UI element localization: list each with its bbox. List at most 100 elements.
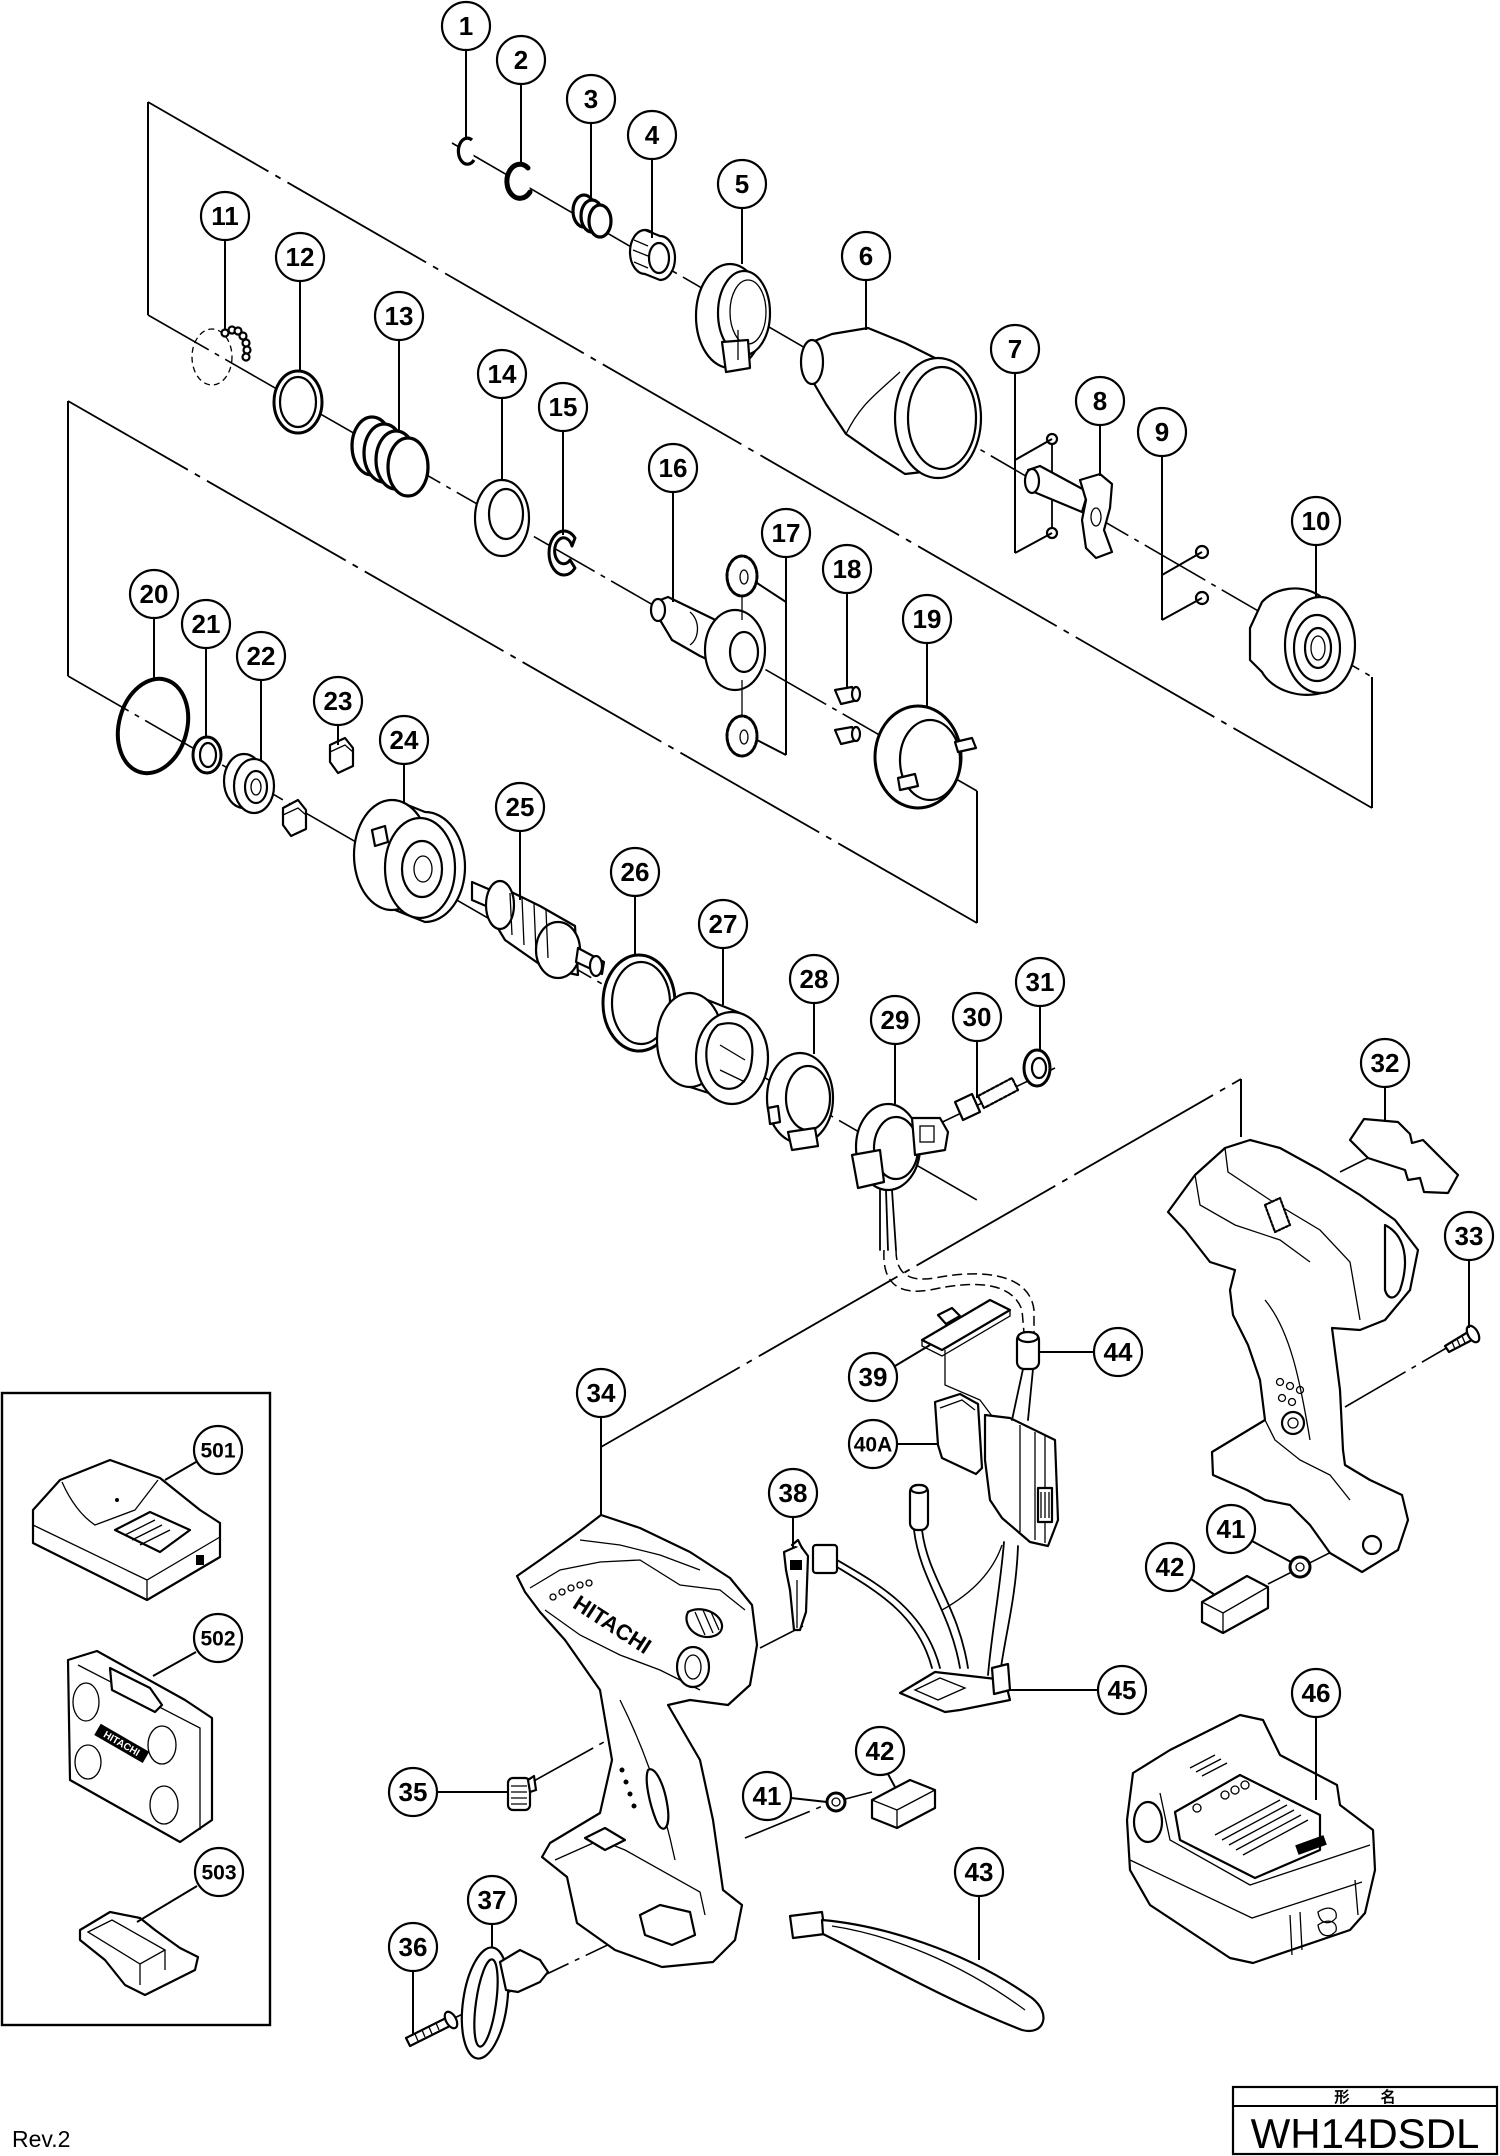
callout-42-upper[interactable]: 42 <box>1144 1541 1216 1596</box>
callout-label: 40A <box>854 1434 893 1457</box>
callout-43[interactable]: 43 <box>953 1846 1005 1960</box>
callout-circle <box>989 323 1041 375</box>
callout-15[interactable]: 15 <box>537 381 589 535</box>
callout-41-upper[interactable]: 41 <box>1205 1503 1292 1563</box>
part-14-washer <box>473 478 531 558</box>
callout-circle <box>760 507 812 559</box>
callout-circle <box>626 109 678 161</box>
callout-circle <box>476 348 528 400</box>
callout-18[interactable]: 18 <box>821 543 873 688</box>
callout-circle <box>1092 1326 1144 1378</box>
callout-label: 16 <box>659 453 688 483</box>
part-13-spring <box>350 415 430 498</box>
callout-38[interactable]: 38 <box>767 1467 819 1548</box>
callout-41-lower[interactable]: 41 <box>741 1770 828 1822</box>
callout-7[interactable]: 7 <box>989 323 1053 554</box>
callout-9[interactable]: 9 <box>1136 406 1203 621</box>
callout-circle <box>128 568 180 620</box>
callout-circle <box>565 73 617 125</box>
callout-label: 25 <box>506 792 535 822</box>
callout-40a[interactable]: 40A <box>847 1418 938 1470</box>
callout-32[interactable]: 32 <box>1359 1037 1411 1122</box>
callout-33[interactable]: 33 <box>1443 1210 1495 1328</box>
callout-circle <box>647 442 699 494</box>
callout-label: 38 <box>779 1478 808 1508</box>
callout-label: 4 <box>645 120 660 150</box>
callout-circle <box>537 381 589 433</box>
callout-14[interactable]: 14 <box>476 348 528 480</box>
callout-19[interactable]: 19 <box>901 593 953 706</box>
callout-502[interactable]: 502 <box>152 1612 244 1677</box>
callout-label: 22 <box>247 641 276 671</box>
leader-line <box>1251 1540 1292 1563</box>
part-18-needles <box>833 685 862 746</box>
callout-30[interactable]: 30 <box>951 991 1003 1098</box>
callout-circle <box>1205 1503 1257 1555</box>
callout-17[interactable]: 17 <box>756 507 812 756</box>
callout-21[interactable]: 21 <box>180 598 232 737</box>
callout-28[interactable]: 28 <box>788 953 840 1054</box>
callout-13[interactable]: 13 <box>373 290 425 431</box>
callout-label: 42 <box>866 1736 895 1766</box>
callout-label: 502 <box>200 1628 235 1651</box>
callout-29[interactable]: 29 <box>869 994 921 1104</box>
callout-circle <box>575 1367 627 1419</box>
callout-23[interactable]: 23 <box>312 675 364 745</box>
callout-1[interactable]: 1 <box>440 0 492 140</box>
callout-45[interactable]: 45 <box>1010 1664 1148 1716</box>
callout-circle <box>274 231 326 283</box>
callout-27[interactable]: 27 <box>697 898 749 1005</box>
callout-501[interactable]: 501 <box>164 1424 244 1481</box>
leader-line <box>1161 597 1203 621</box>
callout-circle <box>869 994 921 1046</box>
callout-16[interactable]: 16 <box>647 442 699 602</box>
callout-11[interactable]: 11 <box>199 190 251 330</box>
callout-10[interactable]: 10 <box>1290 495 1342 597</box>
callout-42-lower[interactable]: 42 <box>854 1725 906 1788</box>
callout-circle <box>1096 1664 1148 1716</box>
callout-20[interactable]: 20 <box>128 568 180 680</box>
callout-503[interactable]: 503 <box>136 1846 245 1923</box>
callout-circle <box>1144 1541 1196 1593</box>
callout-31[interactable]: 31 <box>1014 956 1066 1050</box>
callout-label: 8 <box>1093 386 1107 416</box>
part-45-internal-wire-assembly <box>811 1483 1019 1714</box>
callout-26[interactable]: 26 <box>609 846 661 955</box>
part-5-cap <box>694 262 772 374</box>
callout-44[interactable]: 44 <box>1039 1326 1144 1378</box>
callout-label: 41 <box>753 1781 782 1811</box>
callout-circle <box>192 1612 244 1664</box>
callout-4[interactable]: 4 <box>626 109 678 238</box>
callout-25[interactable]: 25 <box>494 781 546 900</box>
callout-39[interactable]: 39 <box>847 1344 931 1403</box>
callout-circle <box>199 190 251 242</box>
leader-line <box>1161 551 1203 576</box>
callout-circle <box>466 1874 518 1926</box>
callout-circle <box>1443 1210 1495 1262</box>
callout-22[interactable]: 22 <box>235 630 287 760</box>
callout-34[interactable]: 34 <box>575 1367 627 1515</box>
callout-35[interactable]: 35 <box>387 1766 508 1818</box>
callout-circle <box>716 158 768 210</box>
callout-2[interactable]: 2 <box>495 34 547 166</box>
callout-label: 46 <box>1302 1678 1331 1708</box>
callout-12[interactable]: 12 <box>274 231 326 371</box>
callout-46[interactable]: 46 <box>1290 1667 1342 1800</box>
leader-line <box>152 1651 197 1677</box>
callout-label: 36 <box>399 1932 428 1962</box>
callout-36[interactable]: 36 <box>387 1921 439 2034</box>
callout-circle <box>1290 1667 1342 1719</box>
callout-6[interactable]: 6 <box>840 230 892 330</box>
callout-label: 44 <box>1104 1337 1133 1367</box>
callout-8[interactable]: 8 <box>1074 375 1126 476</box>
part-19-internal-gear <box>873 704 978 810</box>
callout-24[interactable]: 24 <box>378 714 430 802</box>
callout-label: 28 <box>800 964 829 994</box>
part-12-washer <box>272 369 324 435</box>
callout-5[interactable]: 5 <box>716 158 768 264</box>
part-35-switch-knob <box>506 1774 538 1812</box>
callout-layer: 1234567891011121314151617181920212223242… <box>128 0 1495 2034</box>
callout-circle <box>840 230 892 282</box>
callout-3[interactable]: 3 <box>565 73 617 200</box>
callout-37[interactable]: 37 <box>466 1874 518 1948</box>
